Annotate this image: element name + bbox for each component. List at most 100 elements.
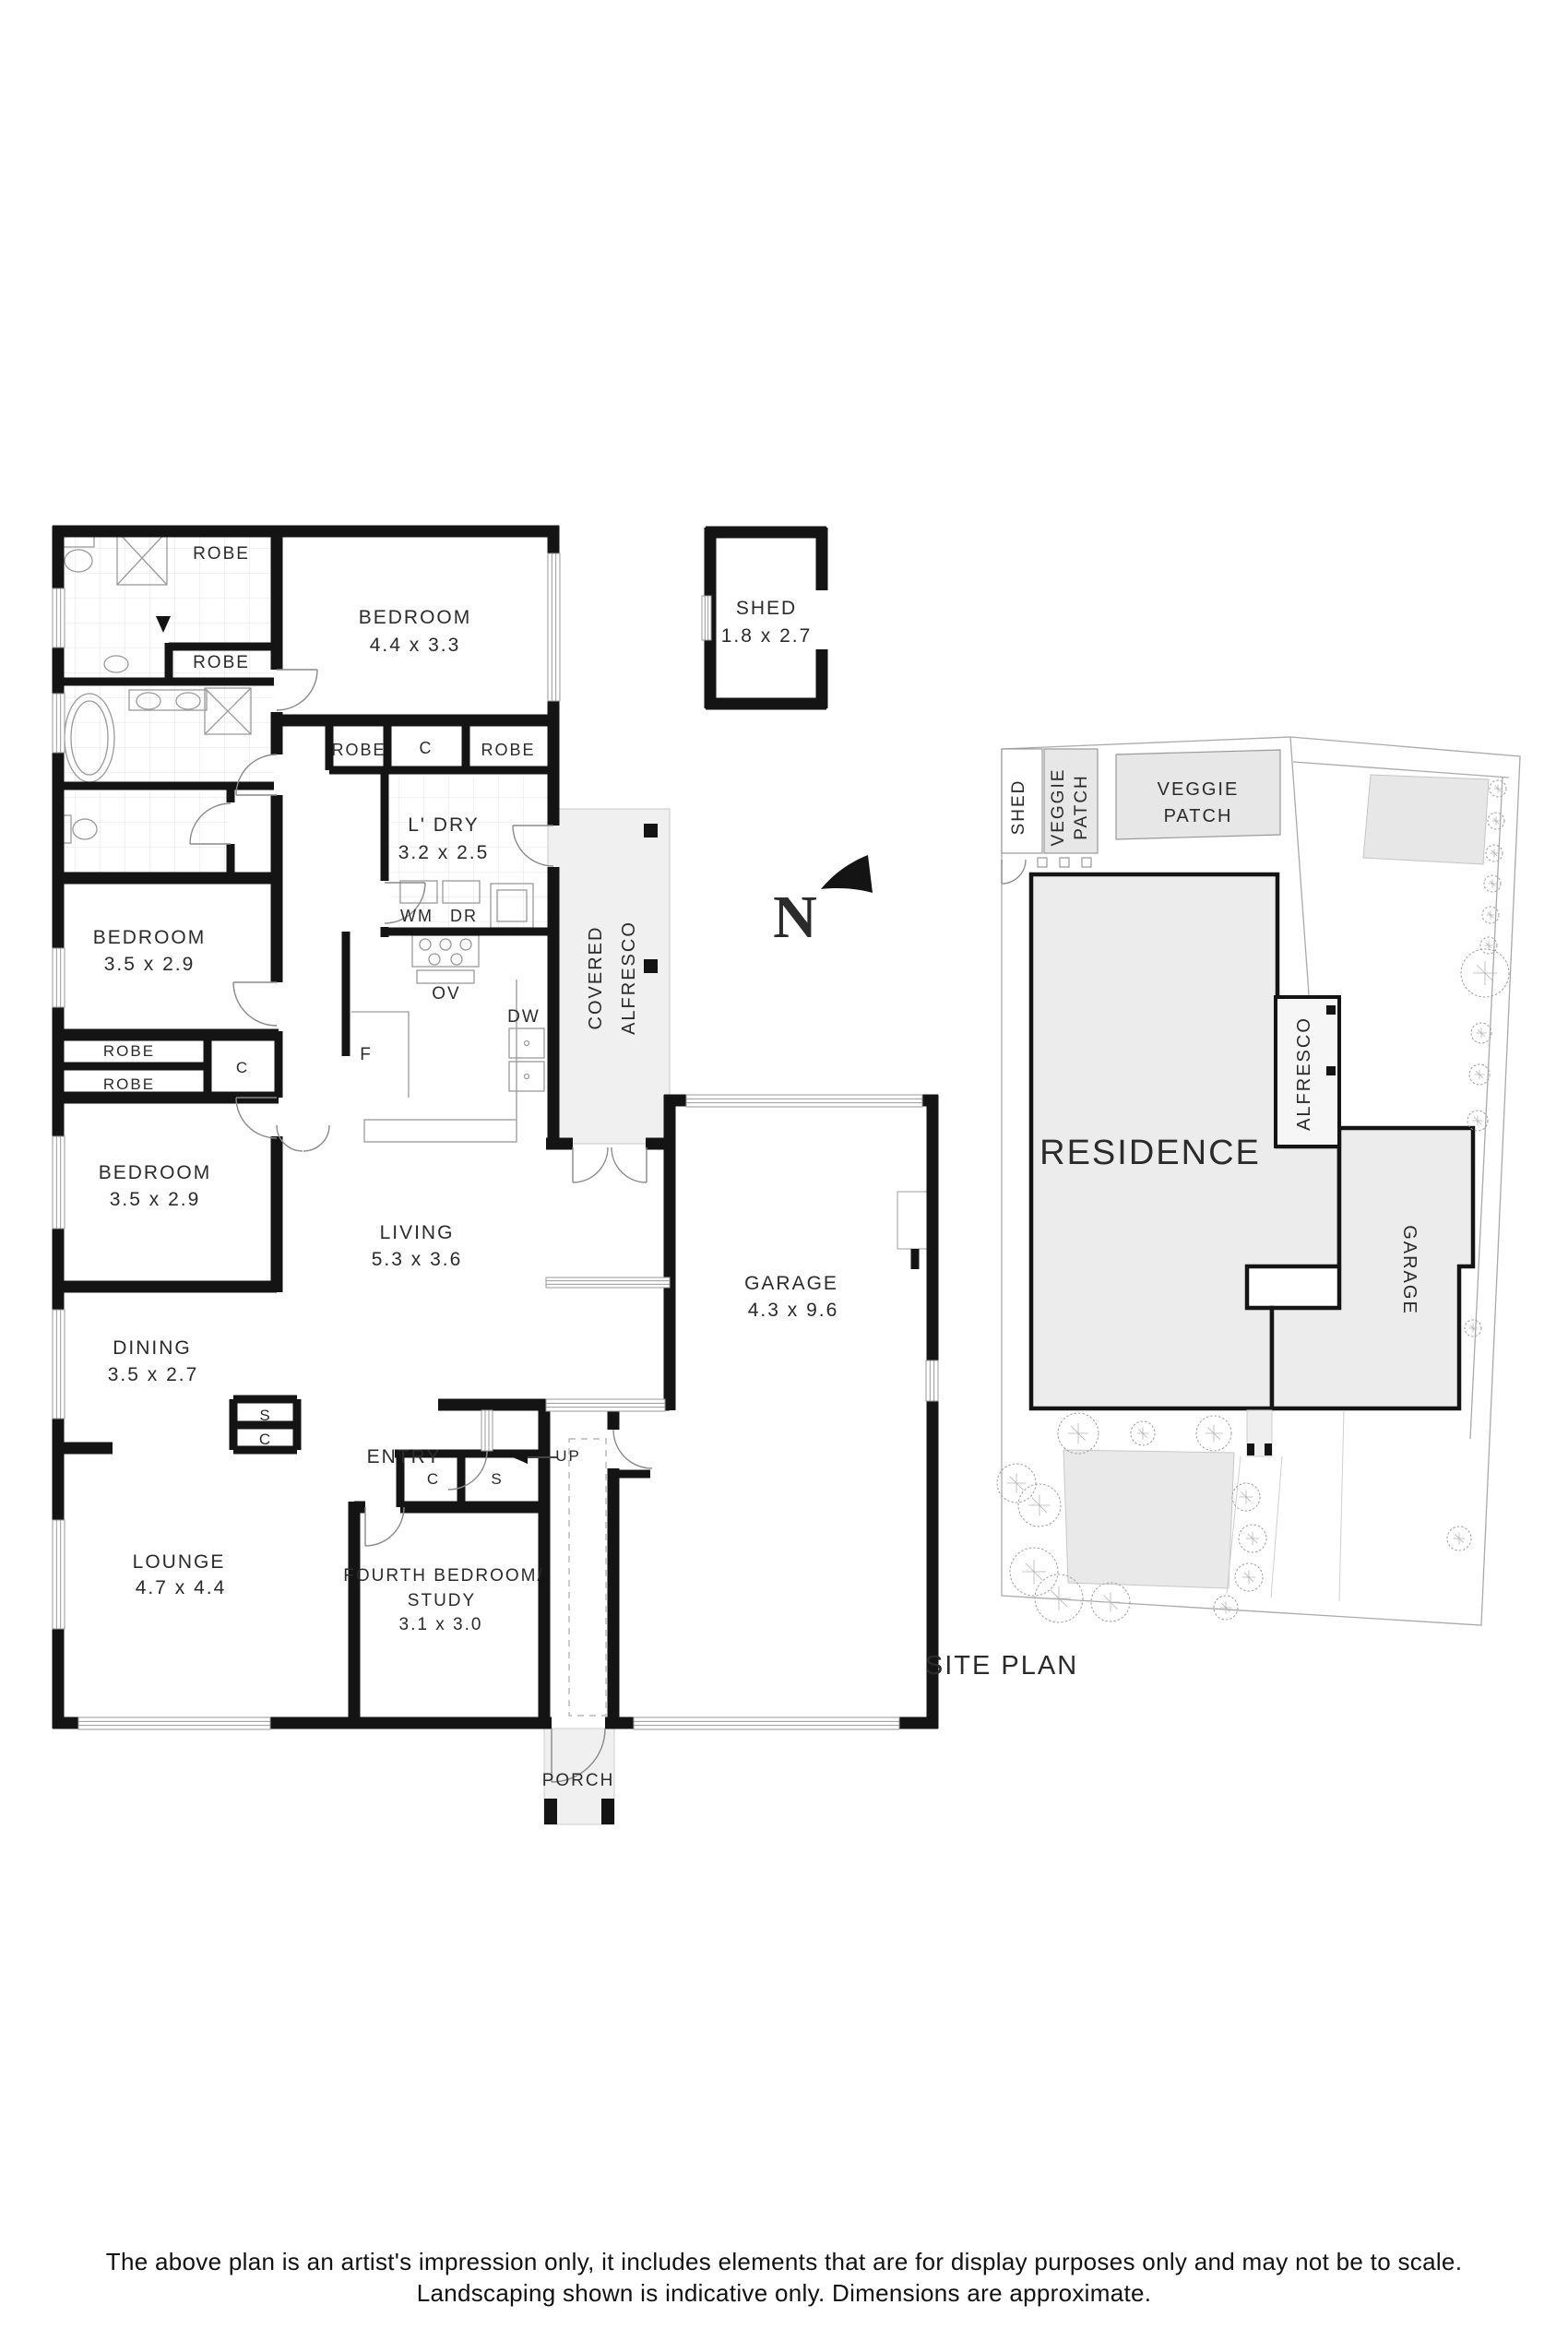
- label-robe-bed3-1: ROBE: [103, 1042, 155, 1060]
- site-veggie-patch: [1115, 749, 1281, 840]
- tree-icon: [1195, 1415, 1232, 1452]
- label-dishwasher: DW: [507, 1007, 540, 1027]
- window-icon: [52, 1135, 65, 1229]
- window-icons: [52, 552, 939, 1730]
- window-icon: [481, 1409, 493, 1452]
- up-arrow-icon: [513, 1451, 528, 1464]
- site-shed-box: [1001, 748, 1043, 854]
- tree-icon: [1130, 1420, 1156, 1446]
- label-site-plan-title: SITE PLAN: [925, 1651, 1078, 1681]
- label-store-dining: S: [259, 1407, 271, 1424]
- label-lounge: LOUNGE: [133, 1551, 226, 1573]
- tree-icon: [1446, 1526, 1472, 1551]
- window-icon: [925, 1360, 939, 1402]
- tree-icon: [1231, 1482, 1261, 1512]
- alfresco-area: [547, 808, 671, 1145]
- label-site-residence: RESIDENCE: [1039, 1134, 1261, 1172]
- window-icon: [685, 1094, 923, 1108]
- tree-icon: [1034, 1574, 1084, 1623]
- label-entry: ENTRY: [367, 1446, 442, 1467]
- tiled-floors: [58, 531, 548, 929]
- tree-icon: [1479, 936, 1498, 955]
- label-laundry: L' DRY: [408, 814, 479, 836]
- label-fridge: F: [360, 1045, 373, 1064]
- site-gate-arc: [1001, 859, 1027, 885]
- label-washing-machine: WM: [400, 907, 434, 925]
- inner-walls: [53, 642, 920, 1507]
- disclaimer-line-2: Landscaping shown is indicative only. Di…: [416, 2279, 1152, 2307]
- label-bedroom-3-dims: 3.5 x 2.9: [110, 1189, 201, 1210]
- window-icon: [52, 588, 65, 648]
- label-site-alfresco: ALFRESCO: [1294, 1016, 1314, 1131]
- site-driveway-lines: [1226, 1409, 1345, 1602]
- window-icon: [52, 1309, 65, 1420]
- label-site-veggie-h2: PATCH: [1164, 806, 1233, 826]
- label-site-veggie-v2: PATCH: [1072, 774, 1091, 840]
- tree-icon: [1464, 1319, 1482, 1337]
- label-robe-ensuite-2: ROBE: [193, 653, 250, 672]
- label-bedroom-4: FOURTH BEDROOM/: [343, 1566, 544, 1586]
- label-dryer: DR: [450, 907, 478, 925]
- window-icon: [701, 595, 712, 641]
- label-covered-alfresco-2: ALFRESCO: [619, 921, 639, 1035]
- label-cupboard-hall: C: [420, 739, 434, 757]
- label-robe-hall-2: ROBE: [481, 741, 535, 759]
- label-site-shed: SHED: [1009, 779, 1028, 836]
- label-cupboard-dining: C: [259, 1431, 272, 1448]
- tree-icon: [996, 1463, 1037, 1503]
- label-bedroom-4-dims: 3.1 x 3.0: [399, 1615, 483, 1634]
- site-garage-block: [1269, 1125, 1476, 1411]
- window-icon: [633, 1716, 900, 1730]
- label-living-dims: 5.3 x 3.6: [372, 1249, 463, 1270]
- label-dining-dims: 3.5 x 2.7: [108, 1364, 199, 1385]
- tree-icon: [1468, 1063, 1491, 1086]
- tree-icon: [1487, 812, 1505, 830]
- site-plan: [996, 736, 1521, 1626]
- tree-icon: [1017, 1483, 1062, 1527]
- tree-icon: [1460, 948, 1510, 998]
- site-trees: [996, 779, 1510, 1623]
- north-arrow-icon: N: [773, 855, 873, 951]
- label-garage: GARAGE: [744, 1273, 838, 1294]
- label-porch: PORCH: [542, 1771, 615, 1790]
- door-arcs: [189, 669, 653, 1783]
- label-garage-dims: 4.3 x 9.6: [748, 1300, 839, 1321]
- up-ramp: [513, 1438, 607, 1716]
- tree-icon: [1238, 1524, 1267, 1553]
- tree-icon: [1213, 1595, 1239, 1621]
- label-bedroom-2-dims: 3.5 x 2.9: [104, 954, 196, 975]
- label-cupboard-bed3: C: [236, 1059, 249, 1076]
- label-site-garage: GARAGE: [1399, 1225, 1420, 1315]
- tree-icon: [1090, 1582, 1131, 1622]
- tree-icon: [1009, 1547, 1059, 1597]
- tree-icon: [1470, 1022, 1492, 1044]
- label-bedroom-3: BEDROOM: [99, 1162, 212, 1183]
- label-bedroom-main: BEDROOM: [359, 607, 472, 628]
- label-laundry-dims: 3.2 x 2.5: [398, 842, 490, 863]
- window-icon: [547, 552, 561, 702]
- label-robe-bed3-2: ROBE: [103, 1075, 155, 1093]
- label-up: UP: [555, 1447, 581, 1465]
- label-shed: SHED: [736, 598, 797, 619]
- window-icon: [52, 1519, 65, 1630]
- label-store-bed4: S: [491, 1470, 503, 1488]
- tree-icon: [1485, 844, 1503, 862]
- label-site-veggie-v1: VEGGIE: [1049, 768, 1068, 847]
- disclaimer-line-1: The above plan is an artist's impression…: [105, 2248, 1463, 2275]
- window-icon: [77, 1716, 271, 1730]
- window-icon: [545, 1277, 671, 1289]
- site-rear-patch: [1362, 774, 1490, 865]
- label-oven: OV: [432, 984, 460, 1004]
- label-bedroom-4-line2: STUDY: [408, 1591, 476, 1610]
- label-shed-dims: 1.8 x 2.7: [721, 625, 813, 647]
- label-living: LIVING: [380, 1222, 455, 1243]
- tree-icon: [1467, 1110, 1489, 1132]
- site-small-squares: [1037, 857, 1092, 868]
- tree-icon: [1483, 874, 1502, 893]
- walkway-arrow-icon: [156, 616, 171, 633]
- label-dining: DINING: [113, 1337, 192, 1359]
